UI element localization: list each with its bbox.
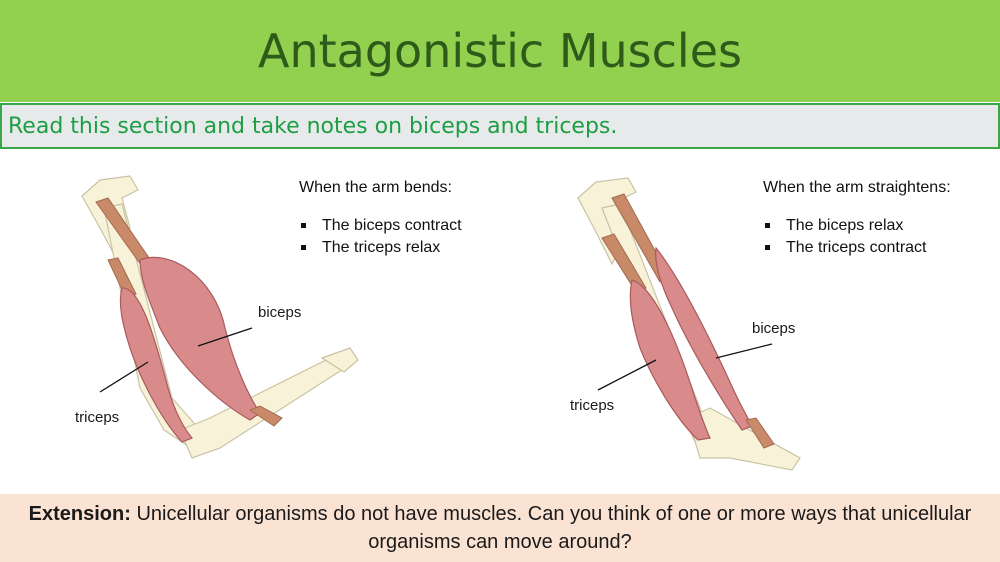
- arm-straightens-heading: When the arm straightens:: [763, 179, 951, 196]
- arm-bent-diagram: biceps triceps: [60, 168, 360, 468]
- list-item: The biceps relax: [763, 215, 951, 237]
- instruction-text: Read this section and take notes on bice…: [8, 113, 618, 139]
- biceps-label: biceps: [258, 304, 302, 321]
- list-item: The triceps contract: [763, 237, 951, 259]
- triceps-label: triceps: [570, 397, 615, 414]
- arm-bends-heading: When the arm bends:: [299, 179, 452, 196]
- arm-bends-list: The biceps contract The triceps relax: [299, 215, 462, 259]
- biceps-label: biceps: [752, 320, 796, 337]
- triceps-label: triceps: [75, 409, 120, 426]
- extension-box: Extension: Unicellular organisms do not …: [0, 494, 1000, 562]
- list-item: The biceps contract: [299, 215, 462, 237]
- arm-straightens-list: The biceps relax The triceps contract: [763, 215, 951, 259]
- arm-straightens-notes: When the arm straightens: The biceps rel…: [763, 179, 951, 259]
- arm-bent-illustration: [81, 175, 359, 459]
- page-title: Antagonistic Muscles: [258, 24, 742, 78]
- list-item: The triceps relax: [299, 237, 462, 259]
- extension-text: Unicellular organisms do not have muscle…: [136, 503, 972, 553]
- arm-straight-diagram: biceps triceps: [560, 168, 820, 478]
- extension-label: Extension:: [28, 503, 131, 525]
- arm-straight-illustration: [577, 177, 801, 471]
- title-bar: Antagonistic Muscles: [0, 0, 1000, 102]
- instruction-box: Read this section and take notes on bice…: [0, 103, 1000, 149]
- extension-paragraph: Extension: Unicellular organisms do not …: [10, 500, 990, 556]
- arm-bends-notes: When the arm bends: The biceps contract …: [299, 179, 462, 259]
